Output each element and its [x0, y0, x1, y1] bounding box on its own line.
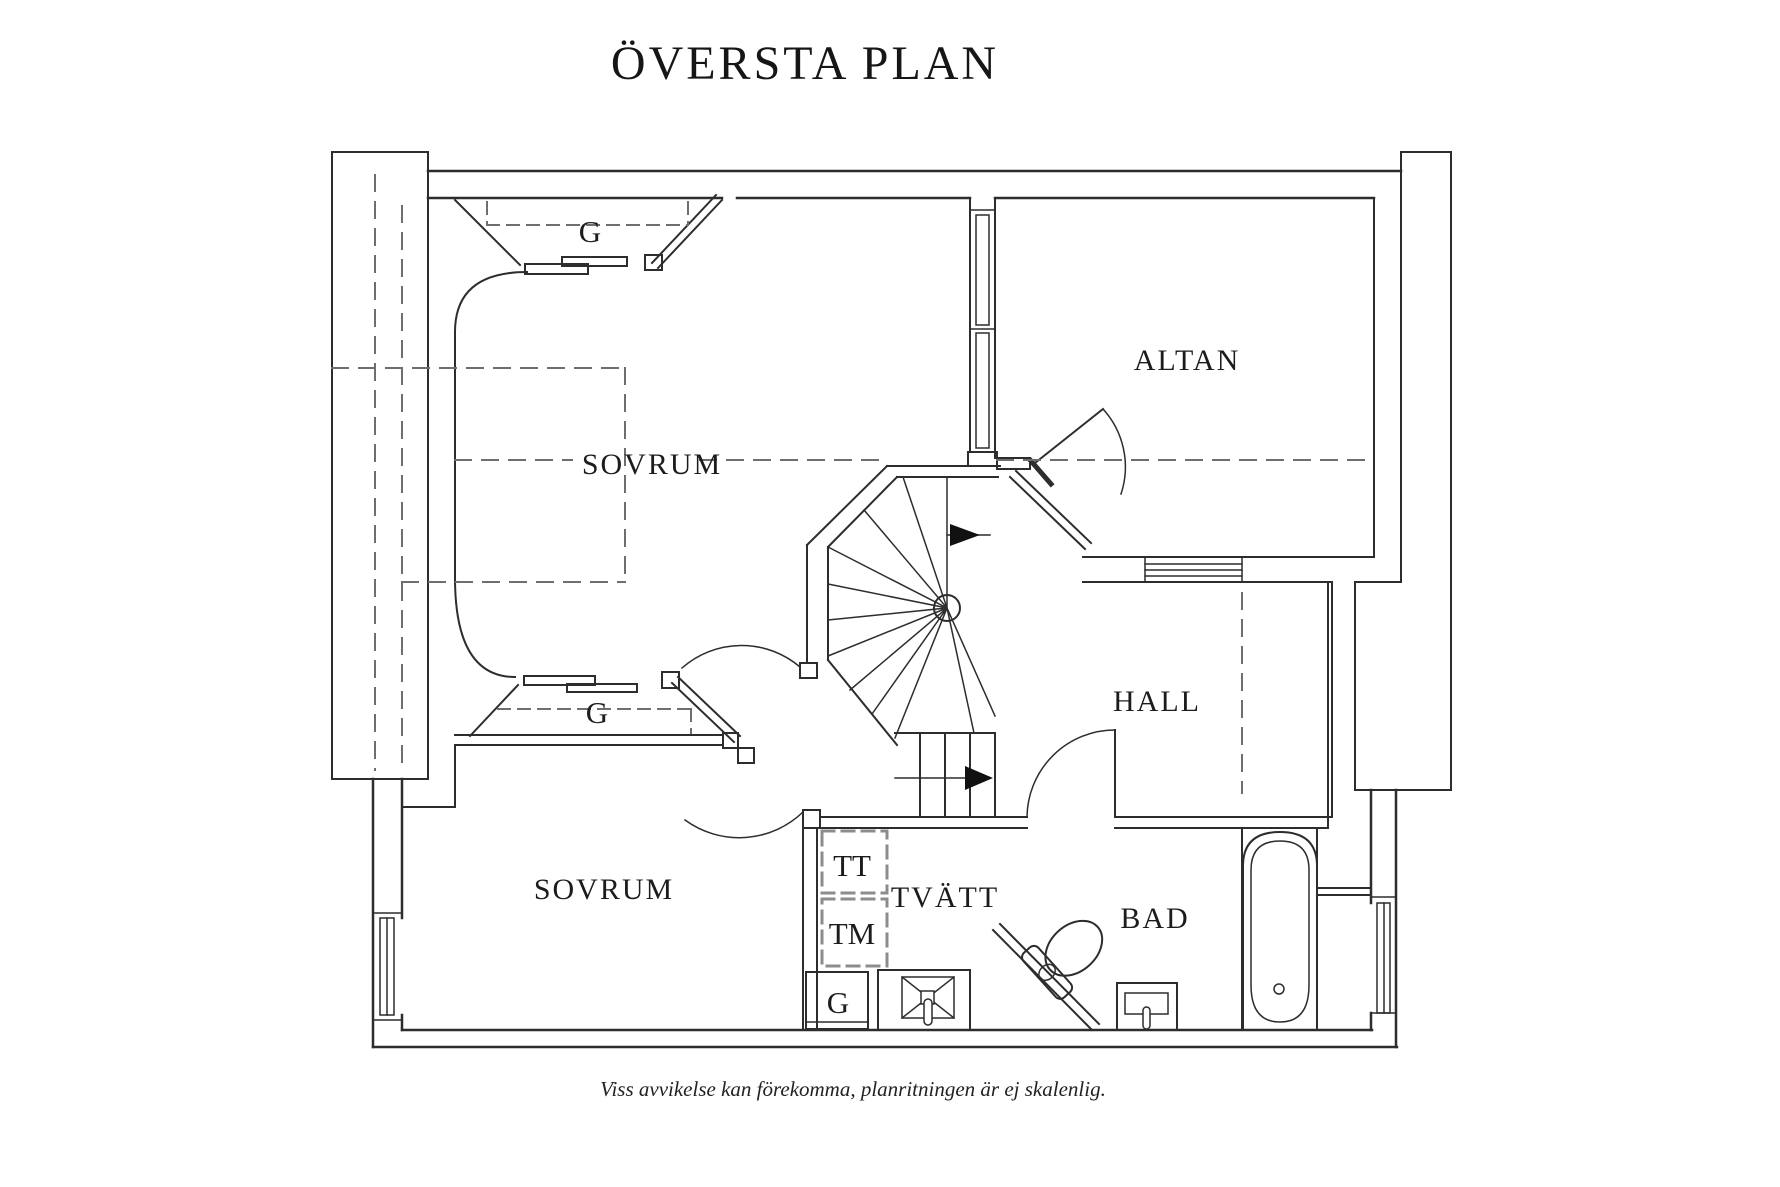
stair-direction-arrow-upper: [950, 524, 980, 546]
diagonal-wall-bathroom: [991, 922, 1101, 1032]
room-label-bedroom-lower: SOVRUM: [534, 873, 674, 906]
appliance-boxes: [820, 829, 889, 968]
laundry-sink: [877, 969, 971, 1031]
cabinet-box: [805, 971, 869, 1030]
window-bathroom: [1370, 896, 1397, 1014]
closet-label-wardrobe-upper: G: [579, 214, 601, 249]
room-label-hall: HALL: [1113, 685, 1201, 718]
diagonal-wall-hall: [1008, 469, 1093, 551]
window-wall-balcony: [967, 197, 998, 467]
bathtub-drain: [1273, 983, 1285, 995]
dashed-closet-lines: [486, 201, 692, 734]
sliding-door-wardrobe-lower: [670, 675, 742, 744]
stair-direction-arrow-lower: [965, 766, 993, 790]
sliding-door-wardrobe-upper: [650, 193, 724, 270]
door-leaf-balcony: [1033, 407, 1105, 465]
bathroom-sink: [1116, 982, 1178, 1031]
room-label-bedroom-upper: SOVRUM: [582, 448, 722, 481]
spiral-staircase: [799, 464, 1001, 818]
door-bedroom-swing-arcs: [680, 644, 805, 839]
right-strip: [1354, 151, 1452, 791]
door-arc-bathroom: [1026, 729, 1116, 818]
toilet: [1021, 919, 1104, 1000]
washing-machine-box: [820, 897, 889, 968]
window-hall: [1144, 563, 1243, 577]
toilet-flush: [1038, 963, 1056, 982]
left-strip: [331, 151, 429, 780]
laundry-sink-faucet: [923, 998, 933, 1026]
stair-newel-post: [933, 594, 961, 622]
disclaimer-caption: Viss avvikelse kan förekomma, planritnin…: [600, 1077, 1106, 1101]
tumble-dryer-box: [820, 829, 889, 895]
toilet-bowl: [1044, 919, 1104, 977]
room-label-bathroom: BAD: [1120, 902, 1189, 935]
door-balcony: [996, 407, 1127, 495]
closet-label-washer: TM: [829, 916, 876, 951]
window-bedroom-lower: [372, 912, 403, 1021]
laundry-bathroom-walls: [802, 729, 1372, 1032]
page-title: ÖVERSTA PLAN: [610, 37, 1000, 90]
hall-walls: [1008, 198, 1402, 827]
closet-label-cabinet: G: [827, 985, 849, 1020]
room-label-balcony: ALTAN: [1134, 344, 1241, 377]
door-arc-balcony: [1101, 407, 1127, 495]
exterior-edge-strips: [331, 151, 1452, 791]
stair-treads: [826, 476, 996, 739]
closet-label-wardrobe-lower: G: [586, 695, 608, 730]
toilet-tank: [1021, 944, 1074, 1000]
closet-label-dryer: TT: [833, 848, 871, 883]
bedroom-upper-walls: [401, 193, 755, 808]
room-label-laundry: TVÄTT: [891, 881, 999, 914]
bathroom-sink-faucet: [1142, 1006, 1151, 1030]
dashed-ceiling-lines: [331, 174, 1375, 794]
bathtub: [1242, 830, 1318, 1031]
